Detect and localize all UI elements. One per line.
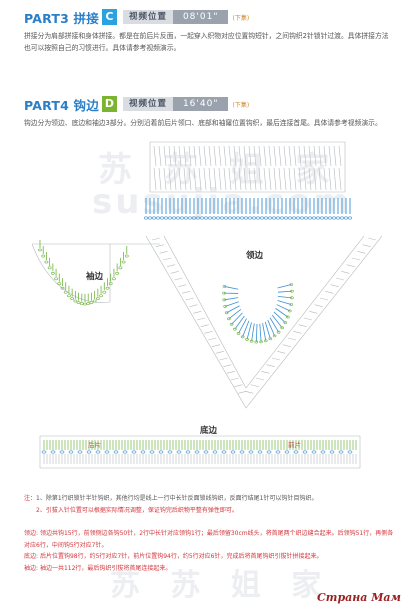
bottom-band-stitches	[41, 440, 357, 464]
collar-detail-text: 领边共钩15行，前领侧边各钩50针，2行中长针对应领钩1行；最后领留30cm线头…	[24, 530, 394, 549]
watermark-line3: 苏 苏 姐 家	[110, 568, 332, 603]
collar-label: 领边	[246, 251, 264, 261]
part3-video-tail: (下集)	[232, 14, 250, 22]
sleeve-label: 袖边	[86, 272, 104, 282]
part4-badge: D	[101, 96, 117, 112]
v-neck-stitches	[151, 237, 377, 394]
v-neck-outline	[145, 235, 383, 409]
note-2: 2、引拔入针位置可以根据实际情况调整，保证钩完后织物平整有弹性即可。	[24, 505, 398, 517]
sleeve-edging-stitches	[38, 240, 129, 306]
part3-title: PART3 拼接	[24, 10, 99, 26]
back-label: 后片	[88, 441, 101, 449]
part4-video-time: 16'40"	[172, 97, 229, 111]
part3-video-label: 视频位置	[128, 12, 167, 22]
part4-header: PART4 钩边 D 视频位置 16'40" (下集)	[24, 95, 249, 113]
part3-video-time: 08'01"	[172, 10, 229, 24]
front-label: 前片	[288, 441, 301, 449]
note-2-text: 2、引拔入针位置可以根据实际情况调整，保证钩完后织物平整有弹性即可。	[36, 506, 238, 514]
part3-video-position: 视频位置 08'01"	[122, 10, 229, 24]
bottom-band-outline	[39, 435, 361, 469]
part4-title: PART4 钩边	[24, 97, 99, 113]
strana-mam-logo: Страна Мам	[317, 591, 401, 604]
part3-text: 拼接分为肩部拼接和身体拼接。都是在前后片反面，一起穿入织物对应位置钩短针，之间钩…	[24, 32, 389, 52]
collar-top-band	[149, 141, 346, 193]
watermark-line1: 苏 苏 姐 家	[98, 150, 340, 190]
collar-top-stitches	[153, 145, 342, 191]
note-1-text: 1、除第1行织锁针半针钩织，其他行均是线上一行中长针反面锁线钩织，反面行结尾1针…	[36, 495, 318, 502]
part4-video-position: 视频位置 16'40"	[122, 97, 229, 111]
part4-video-label: 视频位置	[128, 99, 167, 109]
sleeve-detail-row: 袖边: 袖边一共112行，最后钩织引拔将首尾连接起来。	[24, 563, 398, 575]
collar-blue-stitch-row	[143, 198, 353, 220]
note-1: 注： 1、除第1行织锁针半针钩织，其他行均是线上一行中长针反面锁线钩织，反面行结…	[24, 493, 398, 505]
details-section: 领边: 领边共钩15行，前领侧边各钩50针，2行中长针对应领钩1行；最后领留30…	[24, 528, 398, 574]
part3-header: PART3 拼接 C 视频位置 08'01" (下集)	[24, 8, 249, 26]
part4-text: 钩边分为领边、底边和袖边3部分。分别沿着前后片领口、底部和袖窿位置钩织，最后连接…	[24, 119, 382, 127]
logo-text: Страна Мам	[317, 591, 401, 604]
sleeve-detail-label: 袖边:	[24, 564, 39, 572]
collar-detail-row: 领边: 领边共钩15行，前领侧边各钩50针，2行中长针对应领钩1行；最后领留30…	[24, 528, 398, 551]
notes-section: 注： 1、除第1行织锁针半针钩织，其他行均是线上一行中长针反面锁线钩织，反面行结…	[24, 493, 398, 516]
bottom-detail-label: 底边:	[24, 553, 39, 560]
bottom-detail-row: 底边: 后片位置钩98行，约5行对应7针，前片位置钩94行，约5行对应6针，完成…	[24, 551, 398, 563]
bottom-label: 底边	[200, 426, 218, 436]
collar-detail-label: 领边:	[24, 530, 39, 537]
collar-edging-detail	[222, 283, 294, 344]
part4-video-tail: (下集)	[232, 101, 250, 109]
bottom-detail-text: 后片位置钩98行，约5行对应7针，前片位置钩94行，约5行对应6针，完成后将首尾…	[39, 553, 323, 560]
part3-badge: C	[101, 9, 117, 25]
notes-prefix: 注：	[24, 495, 37, 502]
sleeve-detail-text: 袖边一共112行，最后钩织引拔将首尾连接起来。	[39, 564, 172, 572]
crochet-edging-diagram	[31, 141, 383, 469]
